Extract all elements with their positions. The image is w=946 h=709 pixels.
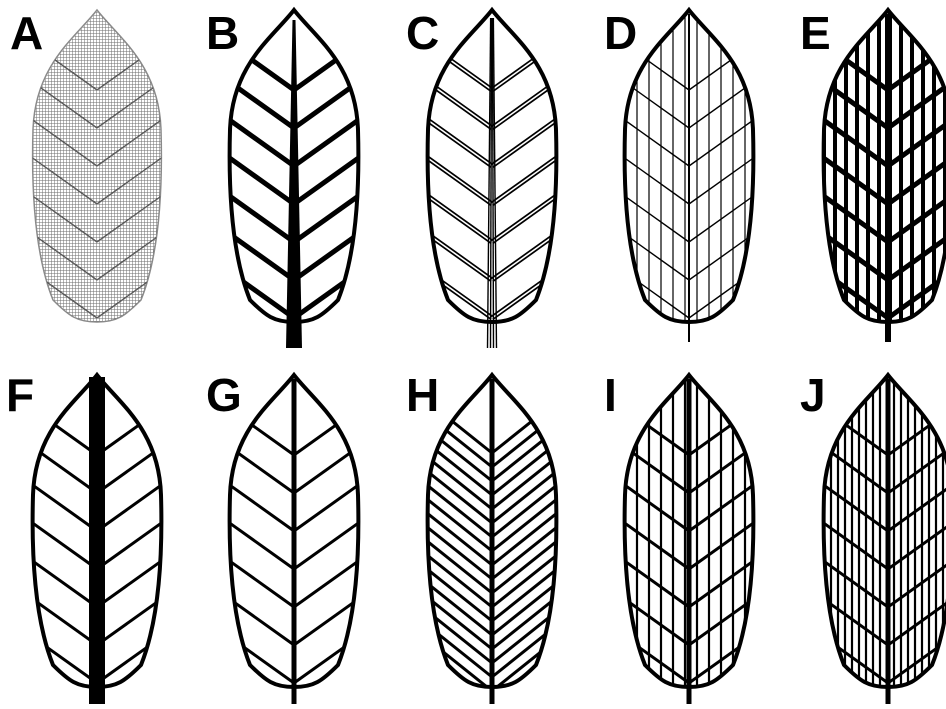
leaf-i [619,375,759,704]
leaf-g [224,375,364,704]
leaf-h [422,375,562,704]
leaf-j [818,375,946,704]
panel-label-c: C [406,10,439,56]
panel-label-b: B [206,10,239,56]
leaf-f [27,375,167,704]
leaf-c [422,10,562,356]
leaf-b [224,10,364,356]
leaf-e [818,10,946,356]
panel-label-h: H [406,372,439,418]
panel-label-d: D [604,10,637,56]
leaf-d [619,10,759,356]
panel-label-a: A [10,10,43,56]
panel-label-j: J [800,372,826,418]
panel-label-e: E [800,10,831,56]
panel-label-i: I [604,372,617,418]
leaf-a [27,10,167,356]
panel-label-f: F [6,372,34,418]
panel-label-g: G [206,372,242,418]
